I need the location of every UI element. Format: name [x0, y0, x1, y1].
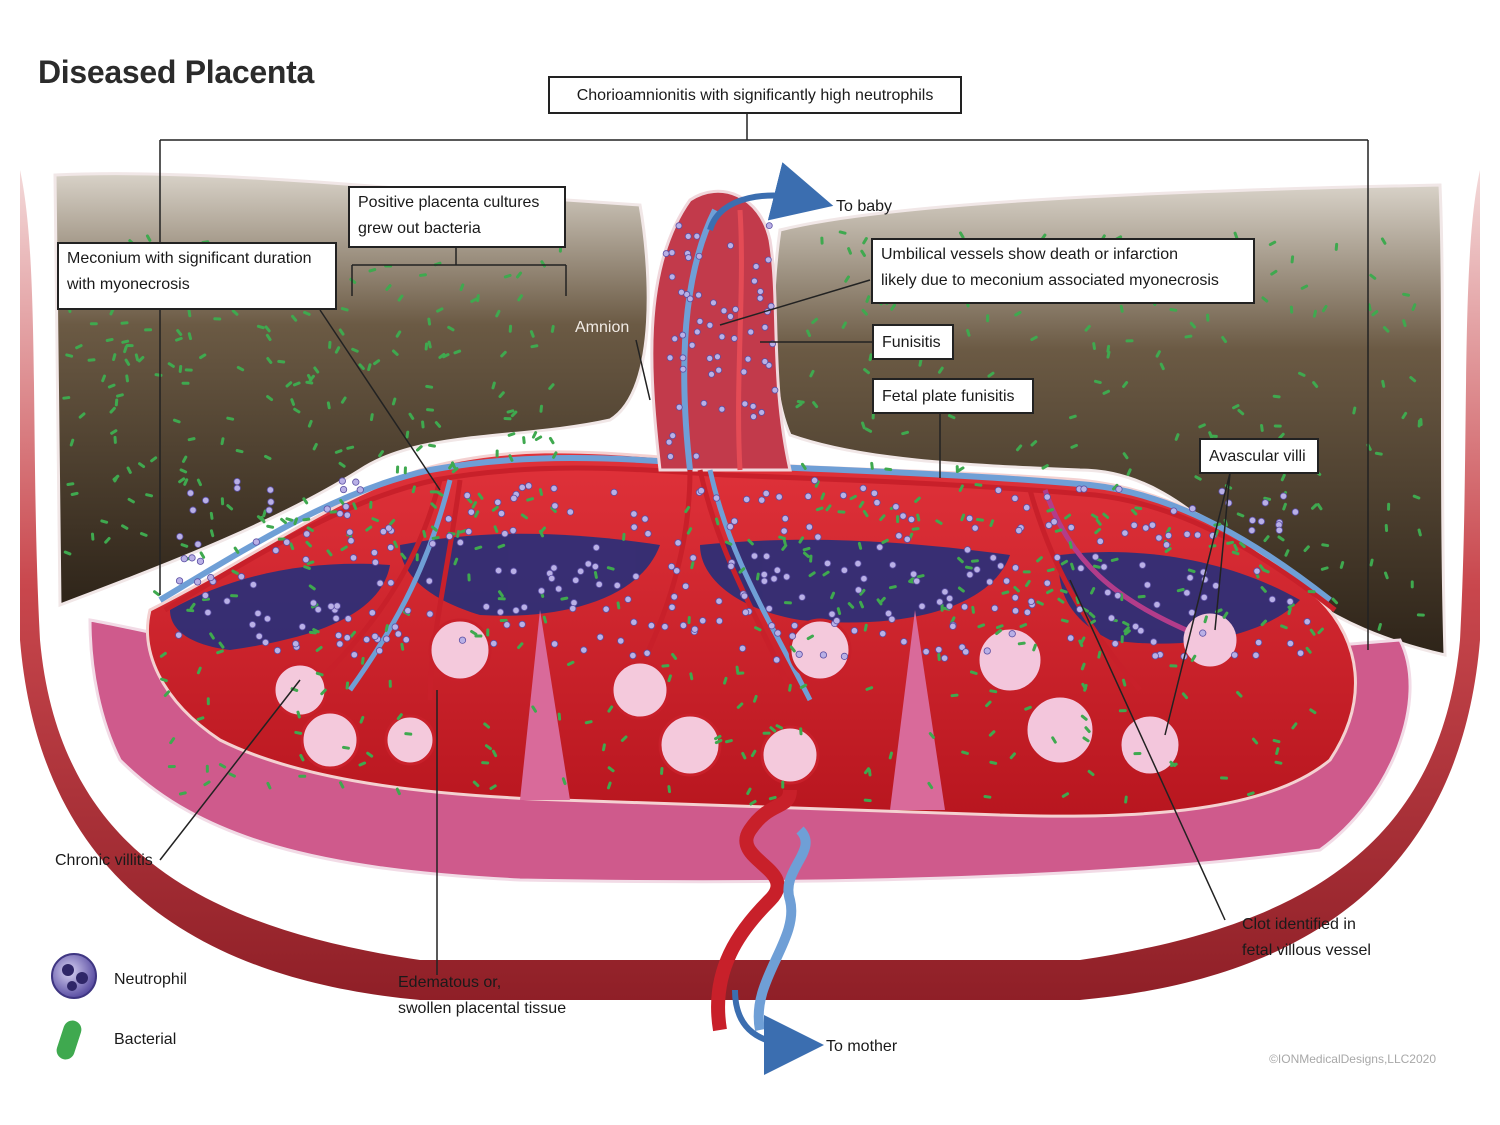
bacteria-icon [56, 1020, 82, 1060]
avascular-villi-label: Avascular villi [1199, 438, 1319, 474]
clot-line1: Clot identified in [1242, 916, 1356, 933]
arrow-to-baby [707, 162, 834, 232]
neutrophil-icon [51, 953, 97, 999]
fetal-plate-text: Fetal plate funisitis [882, 388, 1015, 405]
clot-line2: fetal villous vessel [1242, 942, 1371, 959]
intervillous-space [170, 533, 1300, 650]
legend-bacterial-label: Bacterial [114, 1031, 177, 1048]
umbilical-line1: Umbilical vessels show death or infarcti… [881, 246, 1179, 263]
cultures-line2: grew out bacteria [358, 220, 481, 237]
stem-vessels [318, 469, 1211, 702]
meconium-line1: Meconium with significant duration [67, 250, 312, 267]
edematous-line2: swollen placental tissue [398, 1000, 567, 1017]
positive-cultures-label: Positive placenta cultures grew out bact… [348, 186, 566, 248]
copyright-text: ©IONMedicalDesigns,LLC2020 [1269, 1052, 1436, 1066]
to-baby-label: To baby [836, 198, 893, 215]
maternal-vessel [711, 789, 797, 1032]
amnion-label: Amnion [575, 319, 630, 336]
umbilical-cord [650, 189, 792, 472]
funisitis-text: Funisitis [882, 334, 941, 351]
arrow-to-mother [732, 989, 824, 1075]
meconium-label: Meconium with significant duration with … [57, 242, 337, 310]
chronic-villitis-label: Chronic villitis [55, 852, 153, 869]
maternal-vein [753, 826, 811, 1031]
chorionic-villi [272, 618, 852, 785]
umbilical-vein [681, 208, 718, 471]
legend-neutrophil-label: Neutrophil [114, 971, 187, 988]
edematous-line1: Edematous or, [398, 974, 502, 991]
funisitis-label: Funisitis [872, 324, 954, 360]
to-mother-label: To mother [826, 1038, 898, 1055]
umbilical-line2: likely due to meconium associated myonec… [881, 272, 1219, 289]
chorioamnionitis-text: Chorioamnionitis with significantly high… [576, 87, 934, 104]
meconium-line2: with myonecrosis [67, 276, 190, 293]
cultures-line1: Positive placenta cultures [358, 194, 540, 211]
clot-label: Clot identified in fetal villous vessel [1242, 912, 1371, 964]
avascular-villi [979, 613, 1237, 774]
placental-septa [520, 610, 945, 810]
neutrophil-scatter [175, 222, 1311, 664]
uterine-wall [20, 170, 1480, 1000]
fetal-plate-funisitis-label: Fetal plate funisitis [872, 378, 1034, 414]
page-title: Diseased Placenta [38, 54, 314, 90]
avascular-text: Avascular villi [1209, 448, 1306, 465]
chorioamnionitis-label: Chorioamnionitis with significantly high… [548, 76, 962, 114]
leader-lines [159, 112, 1369, 975]
umbilical-artery [736, 209, 744, 471]
edematous-label: Edematous or, swollen placental tissue [398, 970, 566, 1022]
umbilical-vessels-label: Umbilical vessels show death or infarcti… [871, 238, 1255, 304]
